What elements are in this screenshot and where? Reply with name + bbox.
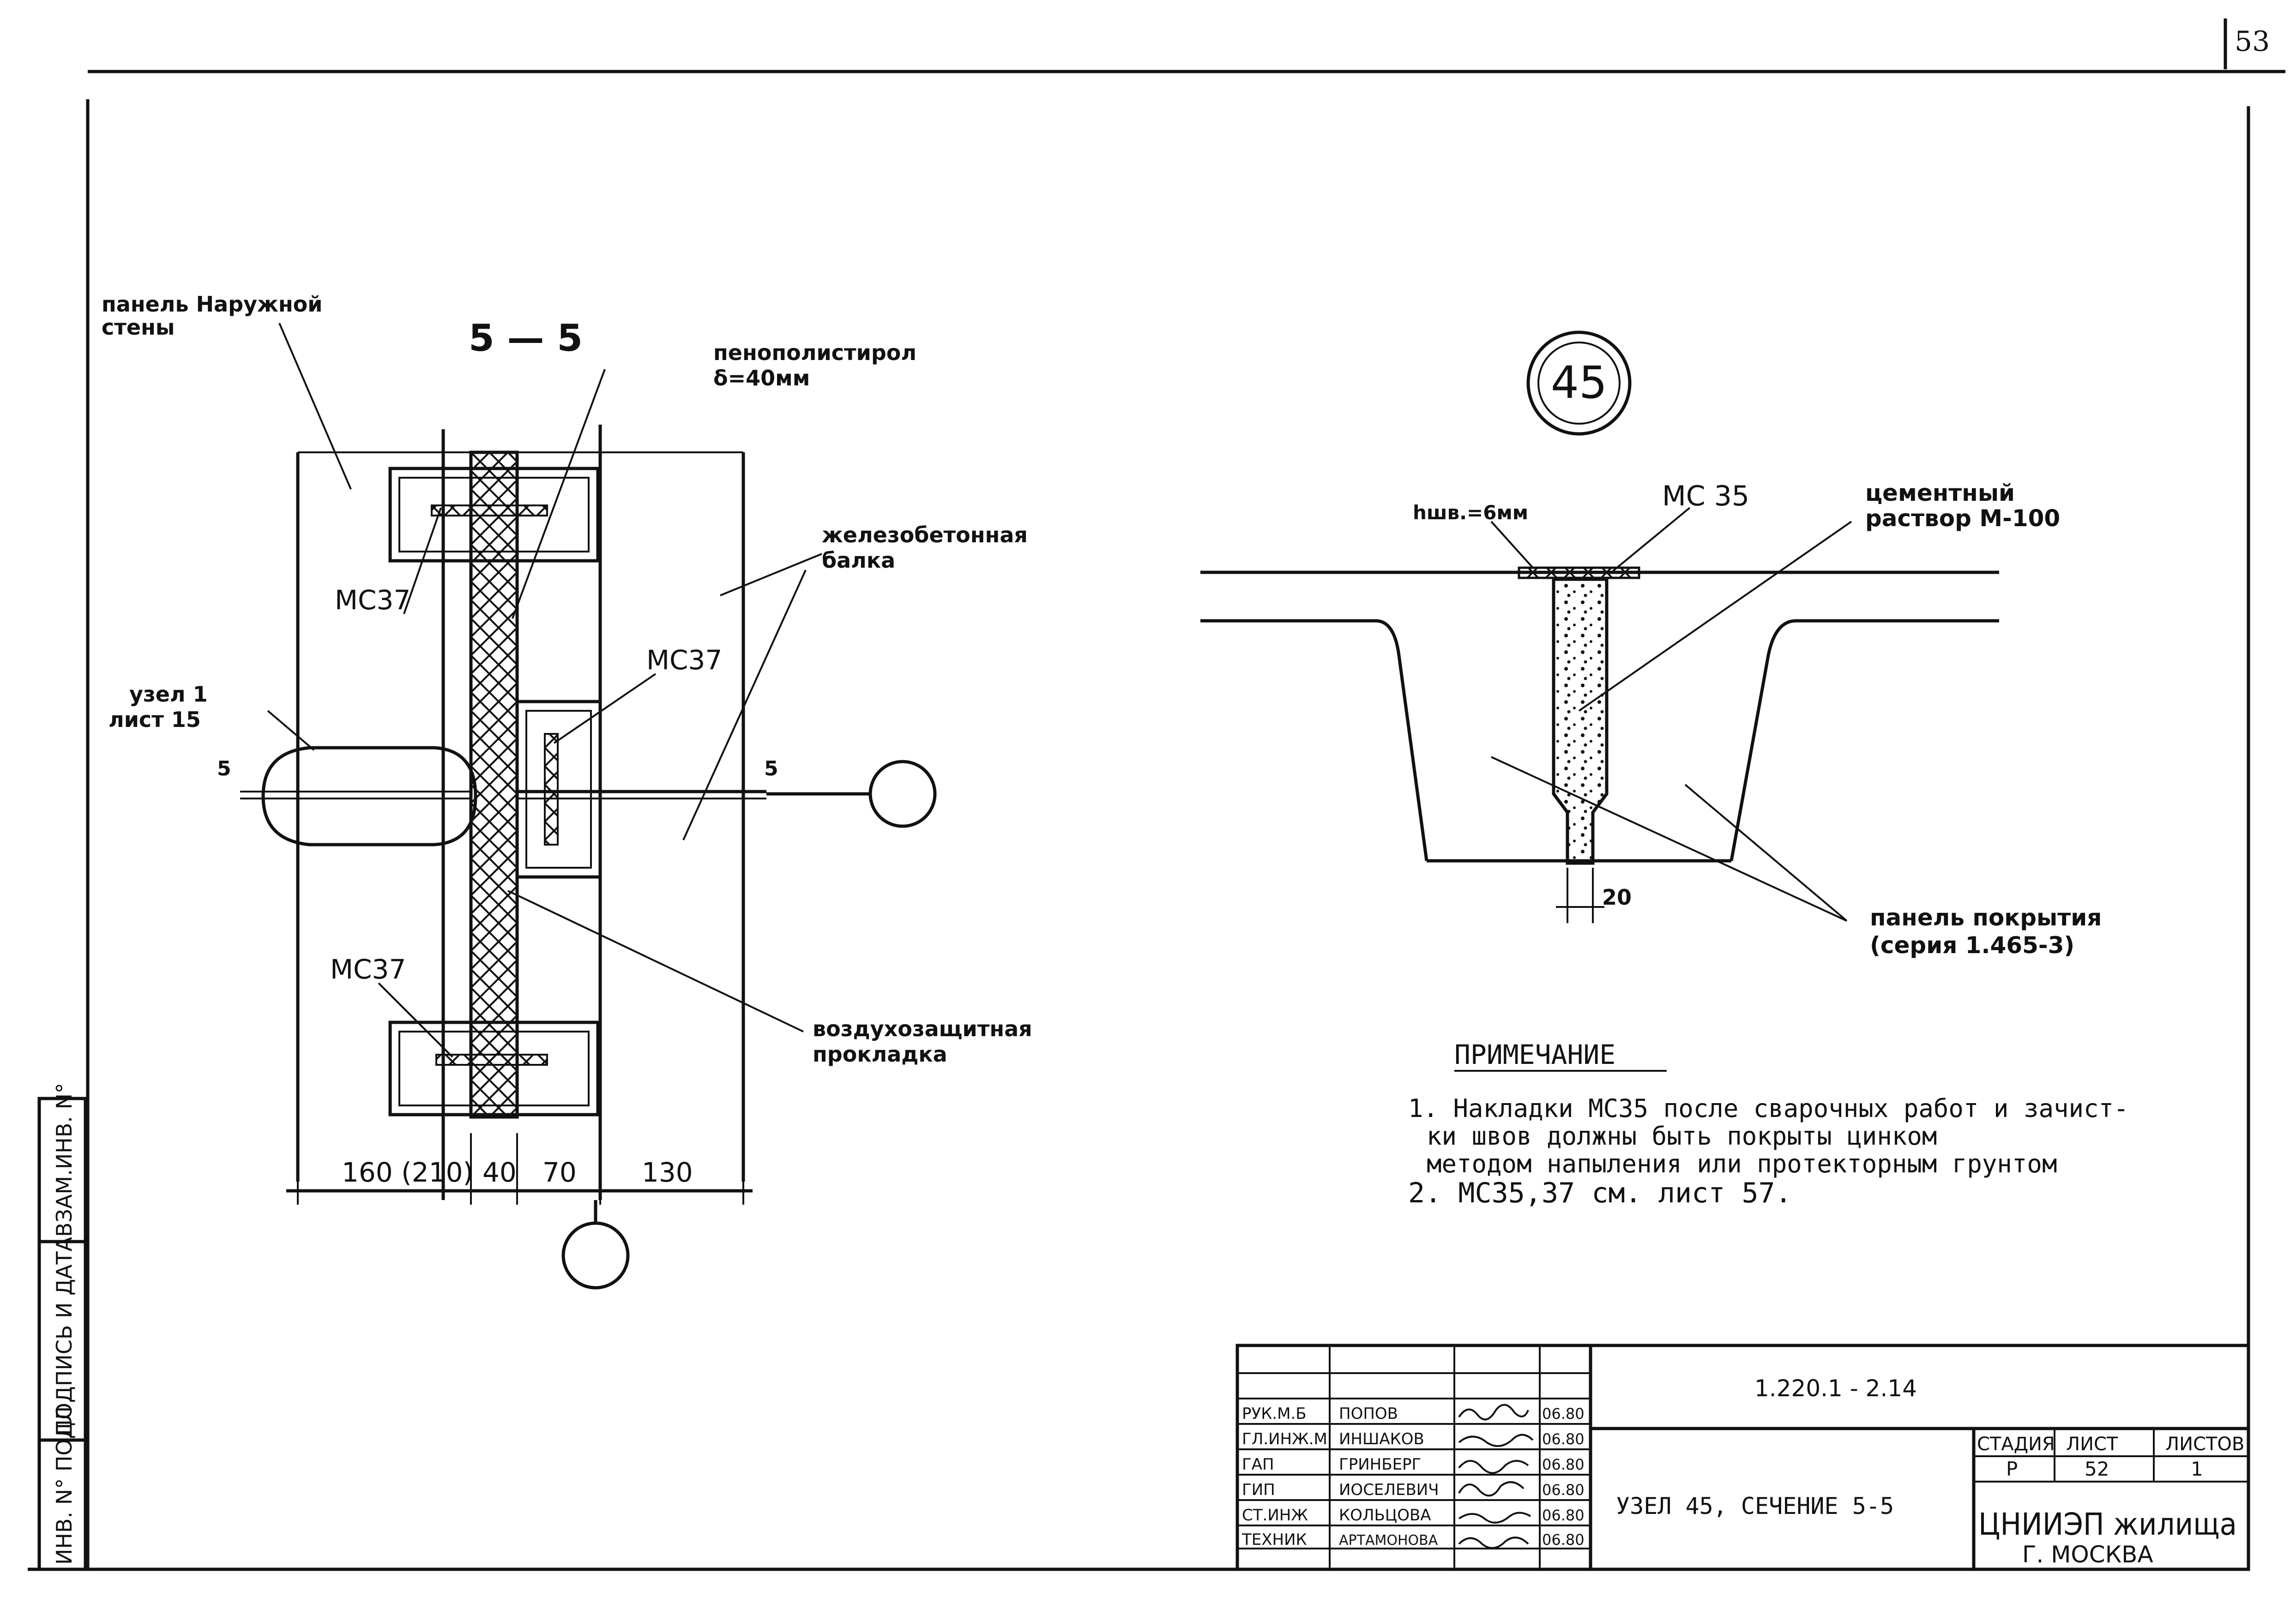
- person-name: КОЛЬЦОВА: [1339, 1506, 1431, 1525]
- dim-70: 70: [542, 1157, 577, 1188]
- section-5-5-drawing: [240, 323, 937, 1290]
- sheets-value: 1: [2191, 1458, 2203, 1480]
- stage-header: СТАДИЯ: [1977, 1434, 2055, 1455]
- person-date: 06.80: [1542, 1456, 1585, 1473]
- dim-20: 20: [1602, 885, 1632, 910]
- person-role: ГЛ.ИНЖ.М: [1242, 1430, 1327, 1448]
- label-roof-panel-2: (серия 1.465-3): [1870, 932, 2074, 959]
- label-mc37-top: МС37: [335, 584, 410, 616]
- label-roof-panel-1: панель покрытия: [1870, 904, 2102, 931]
- person-date: 06.80: [1542, 1430, 1585, 1448]
- note-1b: ки швов должны быть покрыты цинком: [1427, 1122, 1937, 1151]
- stamp-vzam-inv: ВЗАМ.ИНВ. N°: [52, 1083, 77, 1237]
- dim-130: 130: [642, 1157, 693, 1188]
- person-name: ИОСЕЛЕВИЧ: [1339, 1481, 1439, 1499]
- label-beam-2: балка: [822, 548, 895, 573]
- person-name: ГРИНБЕРГ: [1339, 1455, 1421, 1474]
- person-role: ГИП: [1242, 1481, 1275, 1499]
- stamp-podpis-data: ПОДПИСЬ И ДАТА: [52, 1237, 77, 1435]
- people-rows: РУК.М.Б ПОПОВ 06.80 ГЛ.ИНЖ.М ИНШАКОВ 06.…: [1241, 1405, 1585, 1549]
- label-h-shv: hшв.=6мм: [1413, 501, 1528, 524]
- label-air-1: воздухозащитная: [813, 1016, 1032, 1041]
- label-mc37-bottom: МС37: [330, 954, 406, 985]
- title-block: [1235, 1344, 2250, 1571]
- org-city: Г. МОСКВА: [2022, 1541, 2153, 1568]
- person-date: 06.80: [1542, 1405, 1585, 1423]
- signatures: [1458, 1404, 1534, 1549]
- label-panel-outer-1: панель Наружной: [102, 292, 322, 317]
- page-number: 53: [2235, 25, 2270, 58]
- person-name: ИНШАКОВ: [1339, 1430, 1424, 1448]
- side-stamp: [37, 1097, 87, 1571]
- note-1a: 1. Накладки МС35 после сварочных работ и…: [1408, 1094, 2129, 1123]
- person-role: РУК.М.Б: [1242, 1405, 1307, 1423]
- section-title: 5 — 5: [469, 317, 583, 360]
- label-cement-2: раствор М-100: [1865, 505, 2060, 532]
- label-node-ref-2: лист 15: [108, 707, 201, 732]
- person-role: ТЕХНИК: [1241, 1531, 1307, 1549]
- label-cement-1: цементный: [1865, 480, 2015, 506]
- label-mc35: МС 35: [1662, 480, 1749, 512]
- label-node-ref-1: узел 1: [129, 682, 208, 707]
- org-name: ЦНИИЭП жилища: [1978, 1507, 2237, 1542]
- sheets-header: ЛИСТОВ: [2165, 1434, 2244, 1455]
- cut-mark-right: 5: [764, 757, 778, 780]
- label-beam-1: железобетонная: [822, 522, 1028, 547]
- note-2: 2. МС35,37 см. лист 57.: [1408, 1177, 1792, 1209]
- sheet-header: ЛИСТ: [2066, 1434, 2118, 1455]
- node-45-number: 45: [1551, 357, 1607, 408]
- notes-title: ПРИМЕЧАНИЕ: [1454, 1039, 1615, 1070]
- person-role: ГАП: [1242, 1455, 1274, 1474]
- node-45-drawing: [1200, 507, 1999, 923]
- doc-code: 1.220.1 - 2.14: [1754, 1375, 1917, 1402]
- person-role: СТ.ИНЖ: [1242, 1506, 1308, 1525]
- sheet-value: 52: [2085, 1458, 2109, 1480]
- stamp-inv-podl: ИНВ. N° ПОДЛ: [52, 1406, 77, 1565]
- person-date: 06.80: [1542, 1531, 1585, 1549]
- sheet-title: УЗЕЛ 45, СЕЧЕНИЕ 5-5: [1616, 1493, 1894, 1519]
- person-name: ПОПОВ: [1339, 1405, 1398, 1423]
- node-45-badge: [1526, 330, 1632, 436]
- stage-value: Р: [2006, 1458, 2018, 1480]
- note-1c: методом напыления или протекторным грунт…: [1427, 1149, 2057, 1178]
- sheet-frame: [28, 18, 2285, 1571]
- node-45-badge-inner: [1537, 342, 1621, 425]
- label-panel-outer-2: стены: [102, 315, 175, 340]
- label-foam-1: пенополистирол: [713, 340, 916, 365]
- person-date: 06.80: [1542, 1507, 1585, 1524]
- person-date: 06.80: [1542, 1481, 1585, 1499]
- dim-160-210: 160 (210): [342, 1157, 473, 1188]
- cut-mark-left: 5: [217, 757, 231, 780]
- dim-40: 40: [482, 1157, 517, 1188]
- label-air-2: прокладка: [813, 1042, 947, 1067]
- label-foam-2: δ=40мм: [713, 366, 810, 390]
- person-name: АРТАМОНОВА: [1339, 1532, 1438, 1549]
- label-mc37-mid: МС37: [646, 644, 722, 676]
